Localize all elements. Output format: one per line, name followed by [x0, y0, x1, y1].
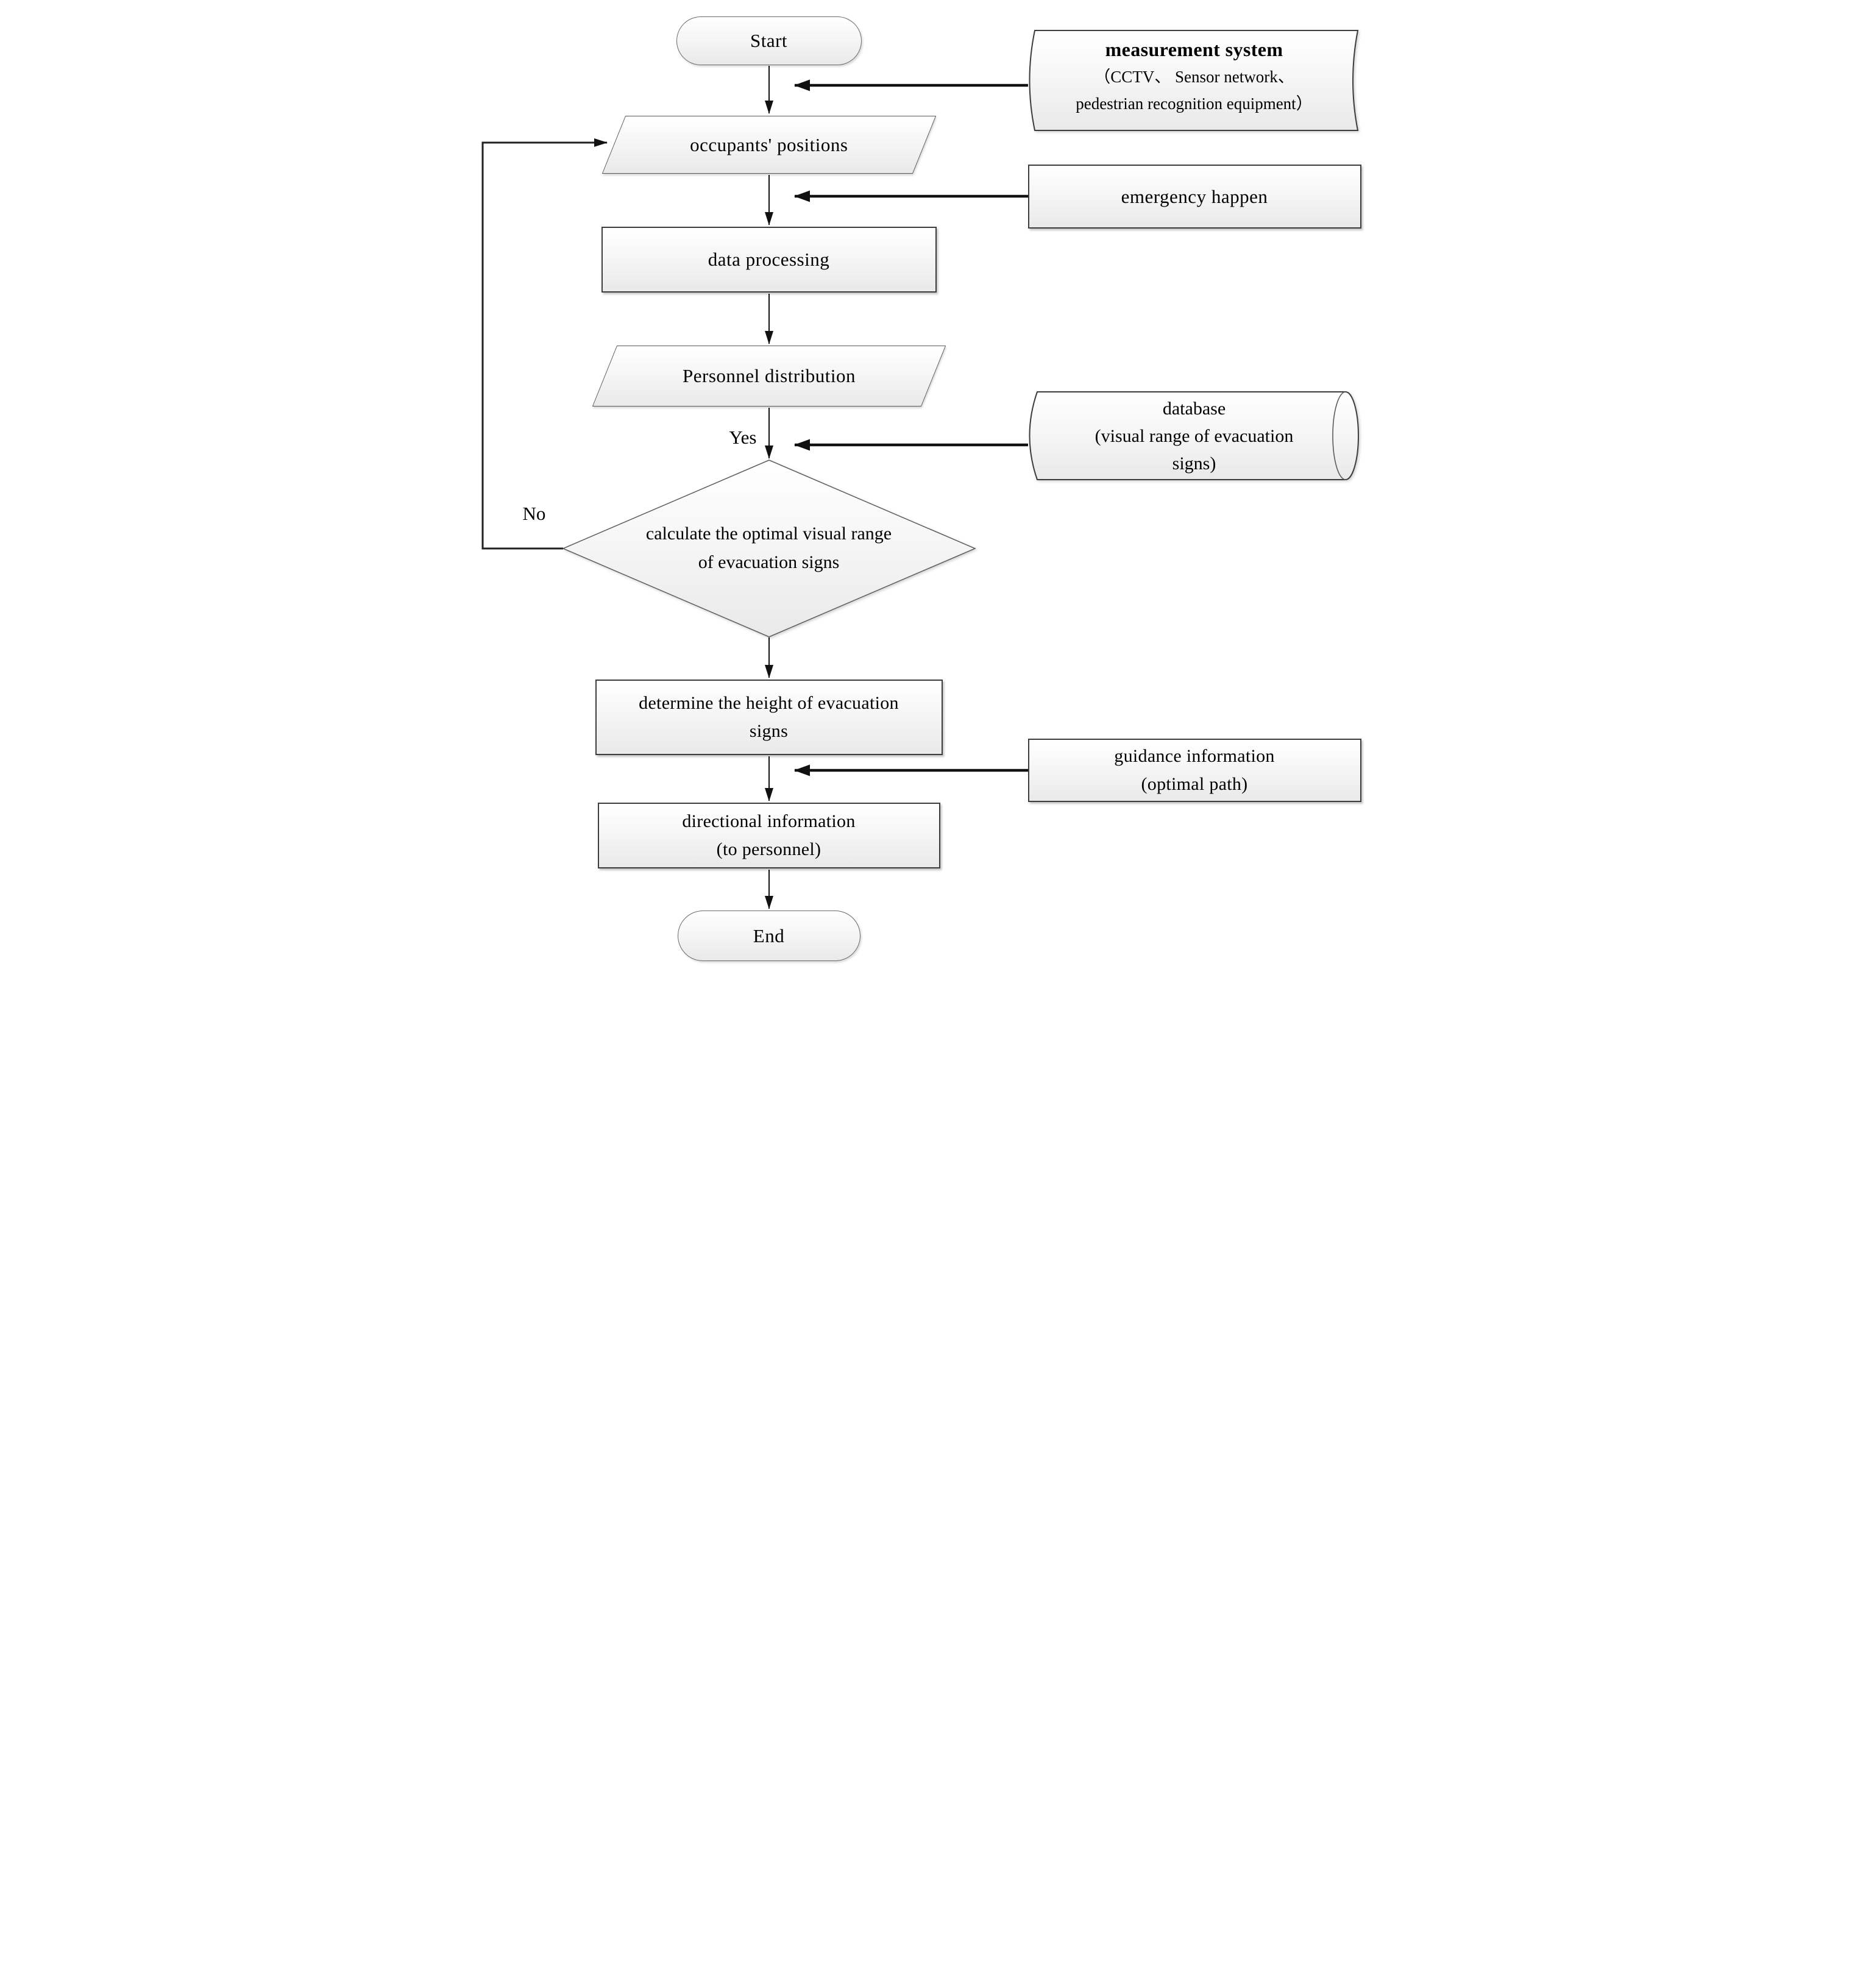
measurement-system-shape [1029, 30, 1358, 131]
edge-decision-no-loop [481, 138, 608, 550]
flowchart: Start measurement system （CCTV、 Sensor n… [463, 0, 1389, 994]
decision-diamond [561, 460, 976, 637]
database-shape [1029, 391, 1359, 480]
connector-layer [481, 30, 1359, 909]
